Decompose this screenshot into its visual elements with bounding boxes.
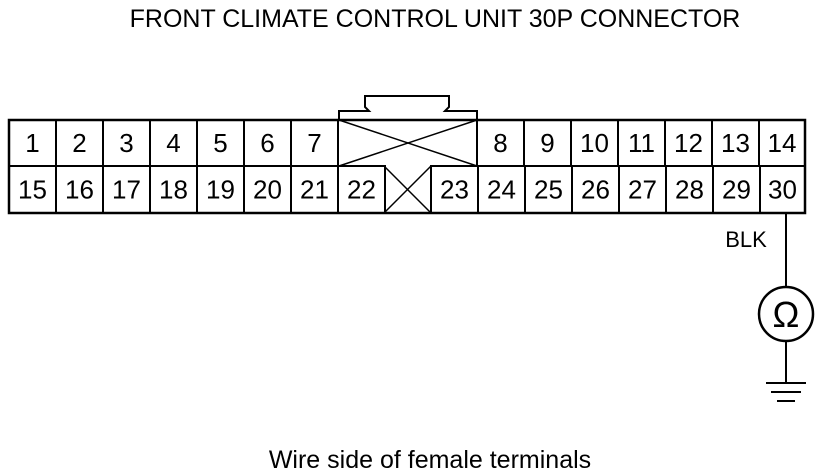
terminal-label-8: 8 (493, 128, 507, 158)
terminal-label-29: 29 (722, 175, 751, 205)
terminal-label-11: 11 (628, 128, 655, 158)
terminal-label-3: 3 (119, 128, 133, 158)
terminal-label-30: 30 (768, 175, 797, 205)
terminal-label-14: 14 (768, 128, 797, 158)
terminal-label-24: 24 (487, 175, 516, 205)
terminal-label-10: 10 (580, 128, 609, 158)
terminal-label-25: 25 (534, 175, 563, 205)
terminal-label-1: 1 (25, 128, 39, 158)
terminal-label-26: 26 (581, 175, 610, 205)
terminal-label-5: 5 (213, 128, 227, 158)
diagram-title: FRONT CLIMATE CONTROL UNIT 30P CONNECTOR (130, 5, 741, 33)
blank-cavity-top (338, 119, 478, 167)
terminal-label-6: 6 (260, 128, 274, 158)
terminal-label-23: 23 (440, 175, 469, 205)
terminal-label-20: 20 (253, 175, 282, 205)
terminal-label-12: 12 (674, 128, 703, 158)
terminal-cell-30 (759, 165, 806, 214)
connector-latch-icon (338, 95, 478, 120)
terminal-label-28: 28 (675, 175, 704, 205)
terminal-label-21: 21 (300, 175, 329, 205)
terminal-label-9: 9 (540, 128, 554, 158)
terminal-label-2: 2 (72, 128, 86, 158)
terminal-label-15: 15 (18, 175, 47, 205)
terminal-label-7: 7 (307, 128, 321, 158)
ground-icon (766, 382, 806, 402)
terminal-label-27: 27 (628, 175, 657, 205)
terminal-label-19: 19 (206, 175, 235, 205)
blank-cavity-icon (383, 165, 432, 214)
diagram-caption: Wire side of female terminals (269, 446, 591, 474)
terminal-label-22: 22 (347, 175, 376, 205)
terminal-label-17: 17 (112, 175, 141, 205)
terminal-label-18: 18 (159, 175, 188, 205)
ohmmeter-symbol: Ω (773, 294, 800, 335)
terminal-label-13: 13 (721, 128, 750, 158)
wire-color-label: BLK (725, 227, 767, 252)
terminal-cell-22 (337, 165, 386, 214)
terminal-label-16: 16 (65, 175, 94, 205)
terminal-label-4: 4 (166, 128, 180, 158)
